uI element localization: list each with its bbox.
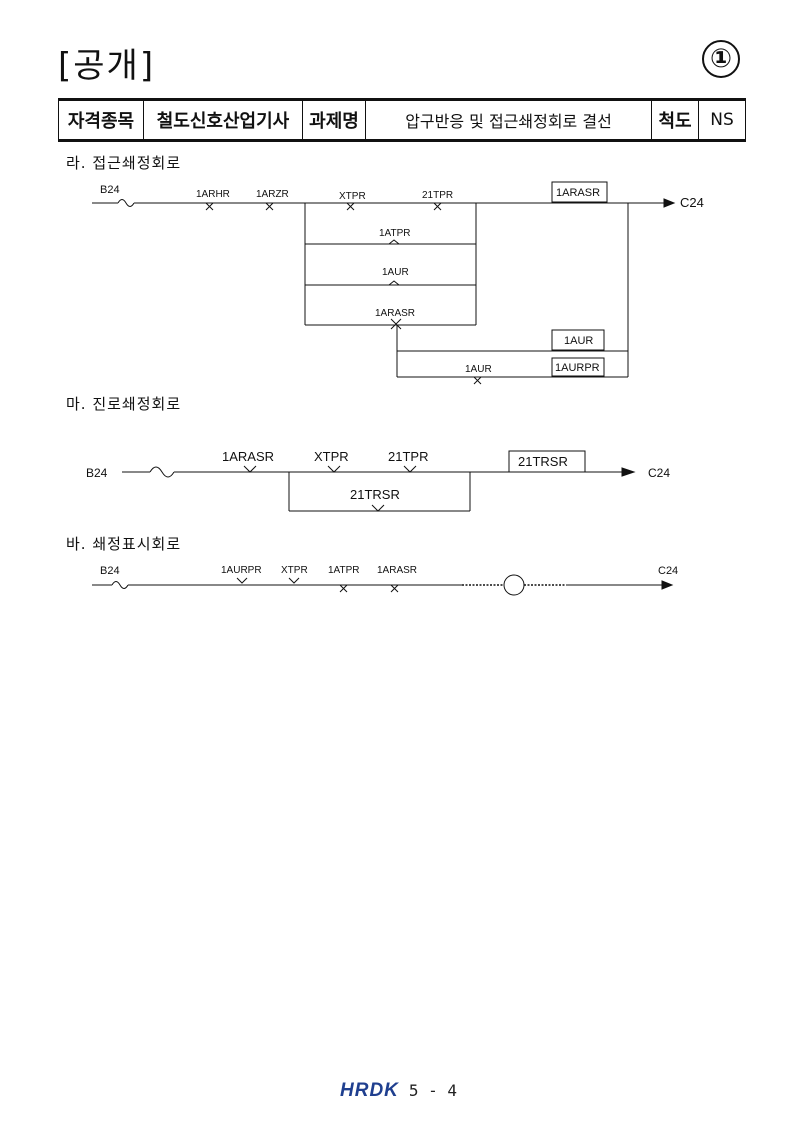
route-contact-label: 21TPR <box>388 449 428 464</box>
route-relay-label: 21TRSR <box>518 454 568 469</box>
indication-contact-label: 1ATPR <box>328 565 360 576</box>
approach-contact-label: 1ARZR <box>256 189 289 200</box>
scale-value: NS <box>698 98 746 142</box>
indication-contact-label: 1ARASR <box>377 565 417 576</box>
indication-sink-label: C24 <box>658 565 678 577</box>
task-label: 과제명 <box>302 98 366 142</box>
approach-contact-label: XTPR <box>339 191 366 202</box>
indication-circuit-diagram: B24 C24 1AURPR XTPR 1ATPR 1ARASR <box>92 565 678 596</box>
page-footer: HRDK 5 - 4 <box>340 1080 457 1102</box>
route-parallel-contact-label: 21TRSR <box>350 487 400 502</box>
route-sink-label: C24 <box>648 466 670 480</box>
sheet-number-badge: ① <box>702 40 740 78</box>
route-circuit-title: 마. 진로쇄정회로 <box>66 395 182 413</box>
approach-contact-label: 21TPR <box>422 190 453 201</box>
route-contact-label: XTPR <box>314 449 349 464</box>
route-source-label: B24 <box>86 466 108 480</box>
route-circuit-diagram: B24 C24 1ARASR XTPR 21TPR 21TRSR 21TRSR <box>86 449 670 512</box>
approach-parallel-contact-label: 1ATPR <box>379 228 411 239</box>
route-contact-label: 1ARASR <box>222 449 274 464</box>
approach-parallel-contact-label: 1AUR <box>382 267 409 278</box>
page-number: 5 - 4 <box>408 1081 458 1100</box>
approach-sink-label: C24 <box>680 195 704 210</box>
approach-circuit-diagram: B24 C24 1ARHR 1ARZR XTPR 21TPR 1ATPR 1AU… <box>92 181 704 385</box>
approach-circuit-title: 라. 접근쇄정회로 <box>66 154 182 172</box>
approach-source-label: B24 <box>100 184 120 196</box>
indication-source-label: B24 <box>100 565 120 577</box>
approach-parallel-contact-label: 1ARASR <box>375 308 415 319</box>
lower-contact-label: 1AUR <box>465 364 492 375</box>
indication-contact-label: XTPR <box>281 565 308 576</box>
info-table: 자격종목 철도신호산업기사 과제명 압구반응 및 접근쇄정회로 결선 척도 NS <box>58 98 746 142</box>
page-title: [공개] <box>58 46 156 86</box>
hrdk-logo: HRDK <box>340 1080 399 1101</box>
relay-1aurpr-label: 1AURPR <box>555 362 600 374</box>
qualification-label: 자격종목 <box>58 98 144 142</box>
approach-contact-label: 1ARHR <box>196 189 230 200</box>
relay-1aur-label: 1AUR <box>564 335 593 347</box>
task-value: 압구반응 및 접근쇄정회로 결선 <box>365 98 652 142</box>
indication-circuit-title: 바. 쇄정표시회로 <box>66 535 182 553</box>
approach-relay-label: 1ARASR <box>556 187 600 199</box>
indication-contact-label: 1AURPR <box>221 565 262 576</box>
